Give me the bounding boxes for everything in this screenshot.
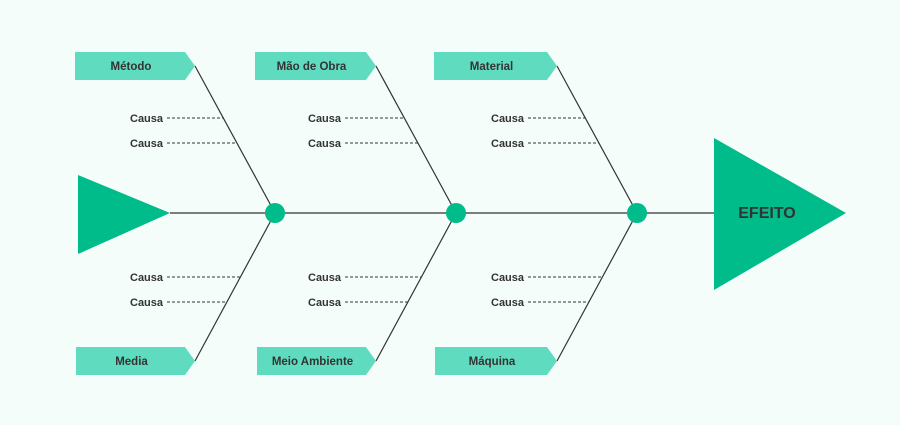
category-label: Meio Ambiente: [272, 356, 353, 368]
category-box[interactable]: [435, 347, 557, 375]
junction-node: [446, 203, 466, 223]
cause-label: Causa: [491, 272, 525, 284]
category-box[interactable]: [255, 52, 376, 80]
junction-node: [627, 203, 647, 223]
bone-line: [556, 212, 638, 362]
category-label: Media: [115, 356, 148, 368]
category-box[interactable]: [75, 52, 195, 80]
category-label: Mão de Obra: [277, 61, 347, 73]
cause-label: Causa: [491, 297, 525, 309]
bone-line: [556, 65, 638, 214]
tail-triangle: [78, 175, 170, 254]
cause-label: Causa: [308, 272, 342, 284]
effect-label: EFEITO: [738, 205, 796, 222]
junction-node: [265, 203, 285, 223]
cause-label: Causa: [308, 297, 342, 309]
category-box[interactable]: [434, 52, 557, 80]
category-label: Material: [470, 61, 513, 73]
category-box[interactable]: [257, 347, 376, 375]
category-label: Método: [111, 61, 152, 73]
effect-head: [714, 138, 846, 290]
cause-label: Causa: [130, 113, 164, 125]
cause-label: Causa: [130, 272, 164, 284]
bone-line: [375, 212, 457, 362]
bone-line: [375, 65, 457, 214]
cause-label: Causa: [491, 113, 525, 125]
cause-label: Causa: [130, 138, 164, 150]
cause-label: Causa: [491, 138, 525, 150]
bone-line: [194, 65, 276, 214]
cause-label: Causa: [130, 297, 164, 309]
cause-label: Causa: [308, 138, 342, 150]
bone-line: [194, 212, 276, 362]
category-box[interactable]: [76, 347, 195, 375]
cause-label: Causa: [308, 113, 342, 125]
category-label: Máquina: [469, 356, 516, 368]
